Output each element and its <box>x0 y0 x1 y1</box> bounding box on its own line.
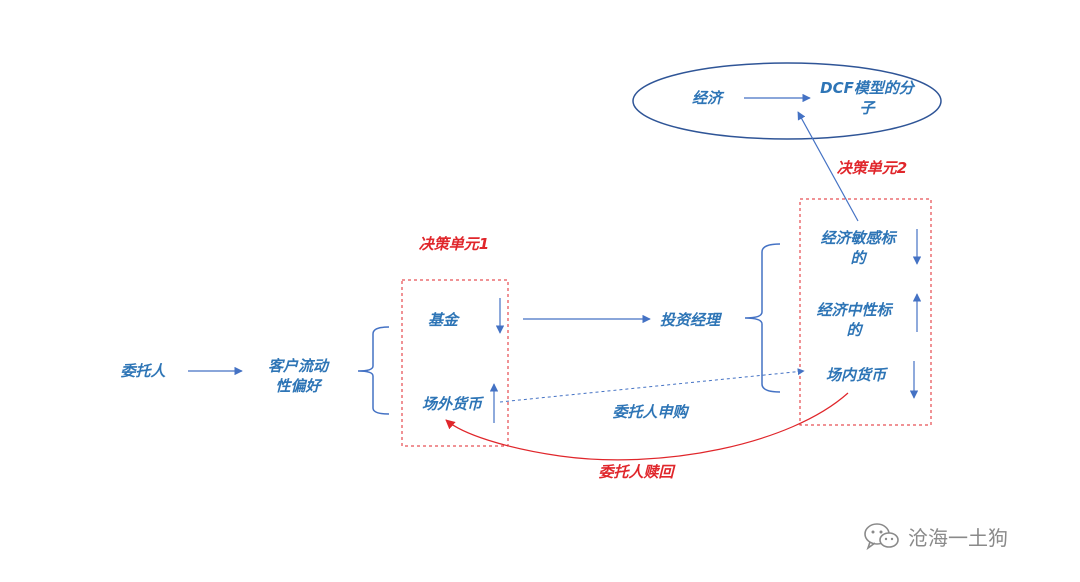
arrow-redemption-curve <box>445 392 849 461</box>
wechat-icon <box>864 523 899 551</box>
edge-label-redemption: 委托人赎回 <box>598 463 674 481</box>
brace-unit-2 <box>744 243 781 393</box>
economy-ellipse <box>632 62 942 140</box>
node-client-liquidity-preference: 客户流动 性偏好 <box>248 356 348 396</box>
node-on-exchange-money: 场内货币 <box>825 366 886 384</box>
node-investment-manager: 投资经理 <box>659 311 720 329</box>
node-fund: 基金 <box>427 311 458 329</box>
node-client-liquidity-preference-line1: 客户流动 <box>267 357 328 375</box>
arrow-subscription-dotted <box>499 368 805 403</box>
node-economy-neutral-asset-line2: 的 <box>846 321 862 339</box>
node-economy-neutral-asset-line1: 经济中性标 <box>816 301 892 319</box>
node-client-liquidity-preference-line2: 性偏好 <box>275 377 321 395</box>
node-economy-neutral-asset: 经济中性标 的 <box>802 300 906 340</box>
node-economy-sensitive-asset-line2: 的 <box>850 249 866 267</box>
watermark: 沧海一土狗 <box>862 521 1008 551</box>
decision-unit-1-label: 决策单元1 <box>418 235 490 253</box>
node-dcf-numerator-line1: DCF模型的分 <box>820 79 914 97</box>
decision-unit-1-box <box>401 279 509 447</box>
brace-unit-1 <box>357 326 390 415</box>
node-economy-sensitive-asset-line1: 经济敏感标 <box>820 229 896 247</box>
node-economy: 经济 <box>691 89 722 107</box>
node-economy-sensitive-asset: 经济敏感标 的 <box>806 228 910 268</box>
watermark-text: 沧海一土狗 <box>908 525 1008 550</box>
node-client: 委托人 <box>120 362 166 380</box>
node-dcf-numerator: DCF模型的分 子 <box>812 78 922 118</box>
decision-unit-2-box <box>799 198 932 426</box>
decision-unit-2-label: 决策单元2 <box>836 159 908 177</box>
node-off-exchange-money: 场外货币 <box>421 395 482 413</box>
node-dcf-numerator-line2: 子 <box>859 99 875 117</box>
arrow-unit2-to-ellipse <box>797 111 859 222</box>
edge-label-subscription: 委托人申购 <box>612 403 688 421</box>
